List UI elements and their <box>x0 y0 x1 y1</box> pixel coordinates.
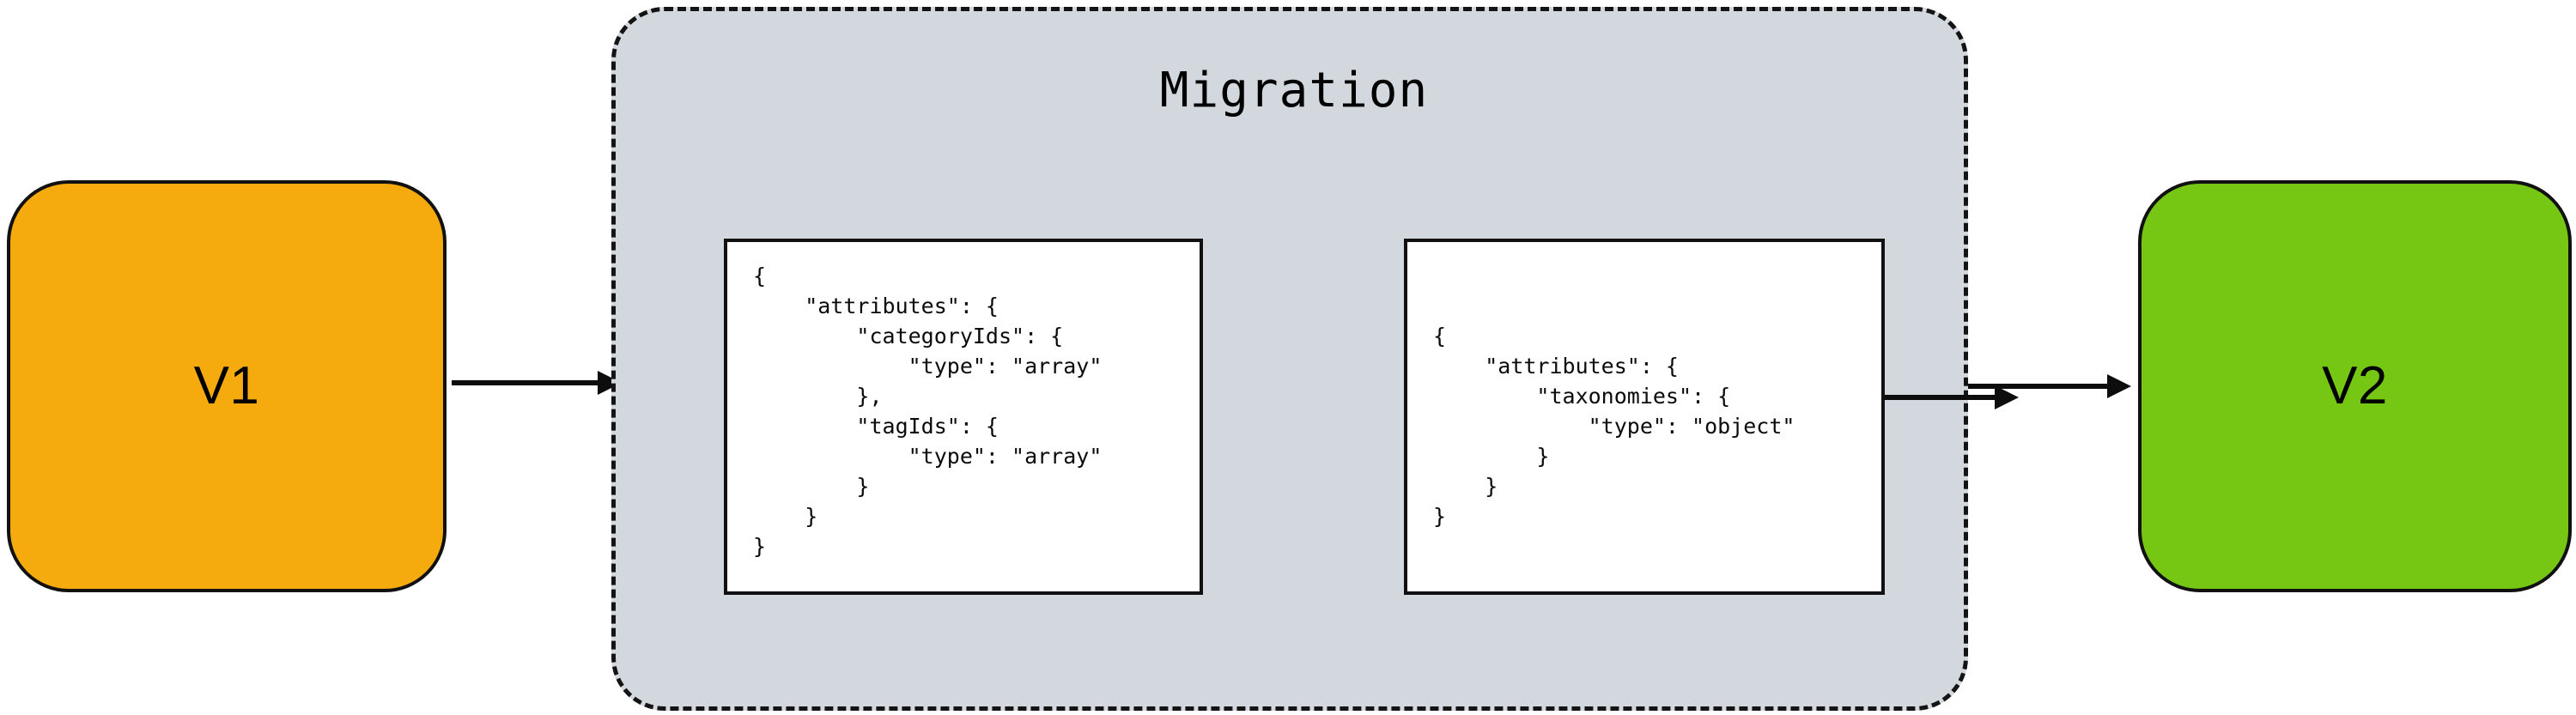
source-schema-code: { "attributes": { "categoryIds": { "type… <box>753 264 1103 559</box>
version-node-v2[interactable]: V2 <box>2138 180 2572 592</box>
version-node-v1-label: V1 <box>193 356 260 415</box>
version-node-v1[interactable]: V1 <box>7 180 447 592</box>
target-schema-box: { "attributes": { "taxonomies": { "type"… <box>1404 239 1885 595</box>
source-schema-box: { "attributes": { "categoryIds": { "type… <box>724 239 1203 595</box>
migration-title: Migration <box>1159 63 1429 118</box>
target-schema-code: { "attributes": { "taxonomies": { "type"… <box>1433 324 1795 529</box>
migration-container: Migration { "attributes": { "categoryIds… <box>611 7 2019 711</box>
arrow-migration-to-v2-icon <box>1968 369 2140 403</box>
arrow-v1-to-migration-icon <box>452 366 623 400</box>
version-node-v2-label: V2 <box>2322 356 2388 415</box>
